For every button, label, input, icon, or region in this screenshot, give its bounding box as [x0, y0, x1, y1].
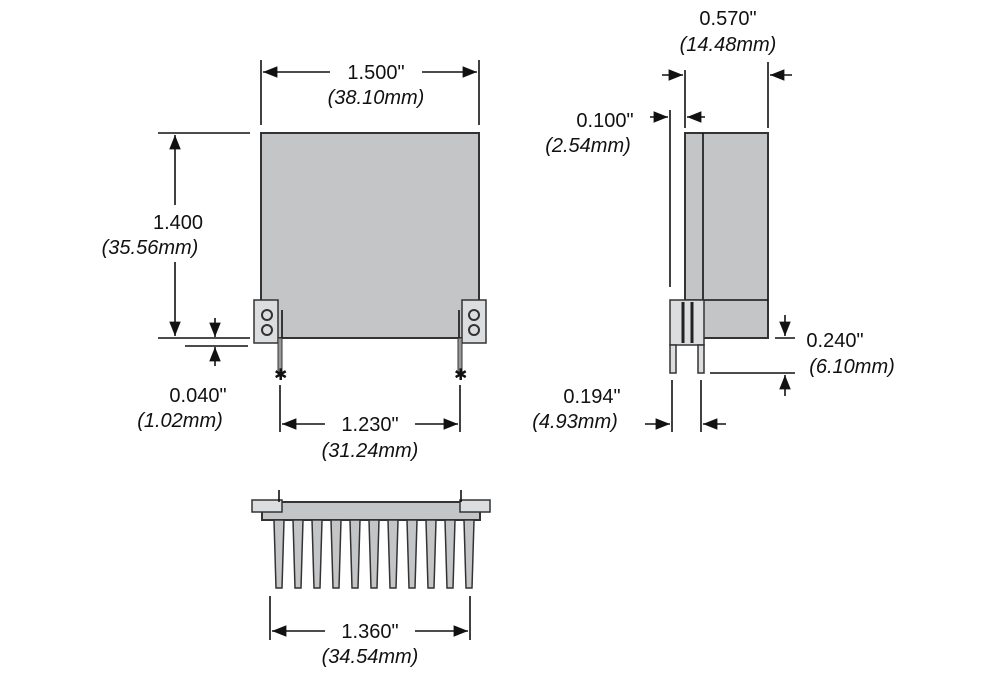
- module-body: [260, 132, 480, 339]
- heatsink-width-in: 1.360": [341, 621, 398, 643]
- heatsink-fin: [311, 519, 323, 589]
- heatsink-fin: [273, 519, 285, 589]
- heatsink-fin: [444, 519, 456, 589]
- heatsink-fin: [349, 519, 361, 589]
- heatsink-fin: [463, 519, 475, 589]
- depth-mm: (14.48mm): [680, 34, 777, 56]
- pin-length-in: 0.240": [806, 330, 863, 352]
- height-mm: (35.56mm): [102, 237, 199, 259]
- front-view: ✱ ✱ 1.500" (38.10mm) 1.400 (35.56mm) 0.0…: [102, 60, 487, 462]
- svg-text:✱: ✱: [454, 367, 467, 384]
- heatsink-view: 1.360" (34.54mm): [251, 490, 491, 668]
- pin-spacing-mm: (31.24mm): [322, 440, 419, 462]
- right-bracket: ✱: [454, 299, 487, 384]
- standoff-mm: (1.02mm): [137, 410, 223, 432]
- plate-in: 0.100": [576, 110, 633, 132]
- width-mm: (38.10mm): [328, 87, 425, 109]
- pin-pitch-mm: (4.93mm): [532, 411, 618, 433]
- depth-in: 0.570": [699, 8, 756, 30]
- pin-spacing-in: 1.230": [341, 414, 398, 436]
- side-view: 0.570" (14.48mm) 0.100" (2.54mm) 0.240" …: [532, 8, 895, 433]
- standoff-in: 0.040": [169, 385, 226, 407]
- svg-text:✱: ✱: [274, 367, 287, 384]
- heatsink-fin: [406, 519, 418, 589]
- heatsink-fin: [330, 519, 342, 589]
- width-in: 1.500": [347, 62, 404, 84]
- left-bracket: ✱: [253, 299, 287, 384]
- heatsink-width-mm: (34.54mm): [322, 646, 419, 668]
- plate-mm: (2.54mm): [545, 135, 631, 157]
- heatsink-fin: [292, 519, 304, 589]
- heatsink-fin: [368, 519, 380, 589]
- pin-pitch-in: 0.194": [563, 386, 620, 408]
- height-in: 1.400: [153, 212, 203, 234]
- heatsink-fin: [387, 519, 399, 589]
- heatsink-fin: [425, 519, 437, 589]
- pin-length-mm: (6.10mm): [809, 356, 895, 378]
